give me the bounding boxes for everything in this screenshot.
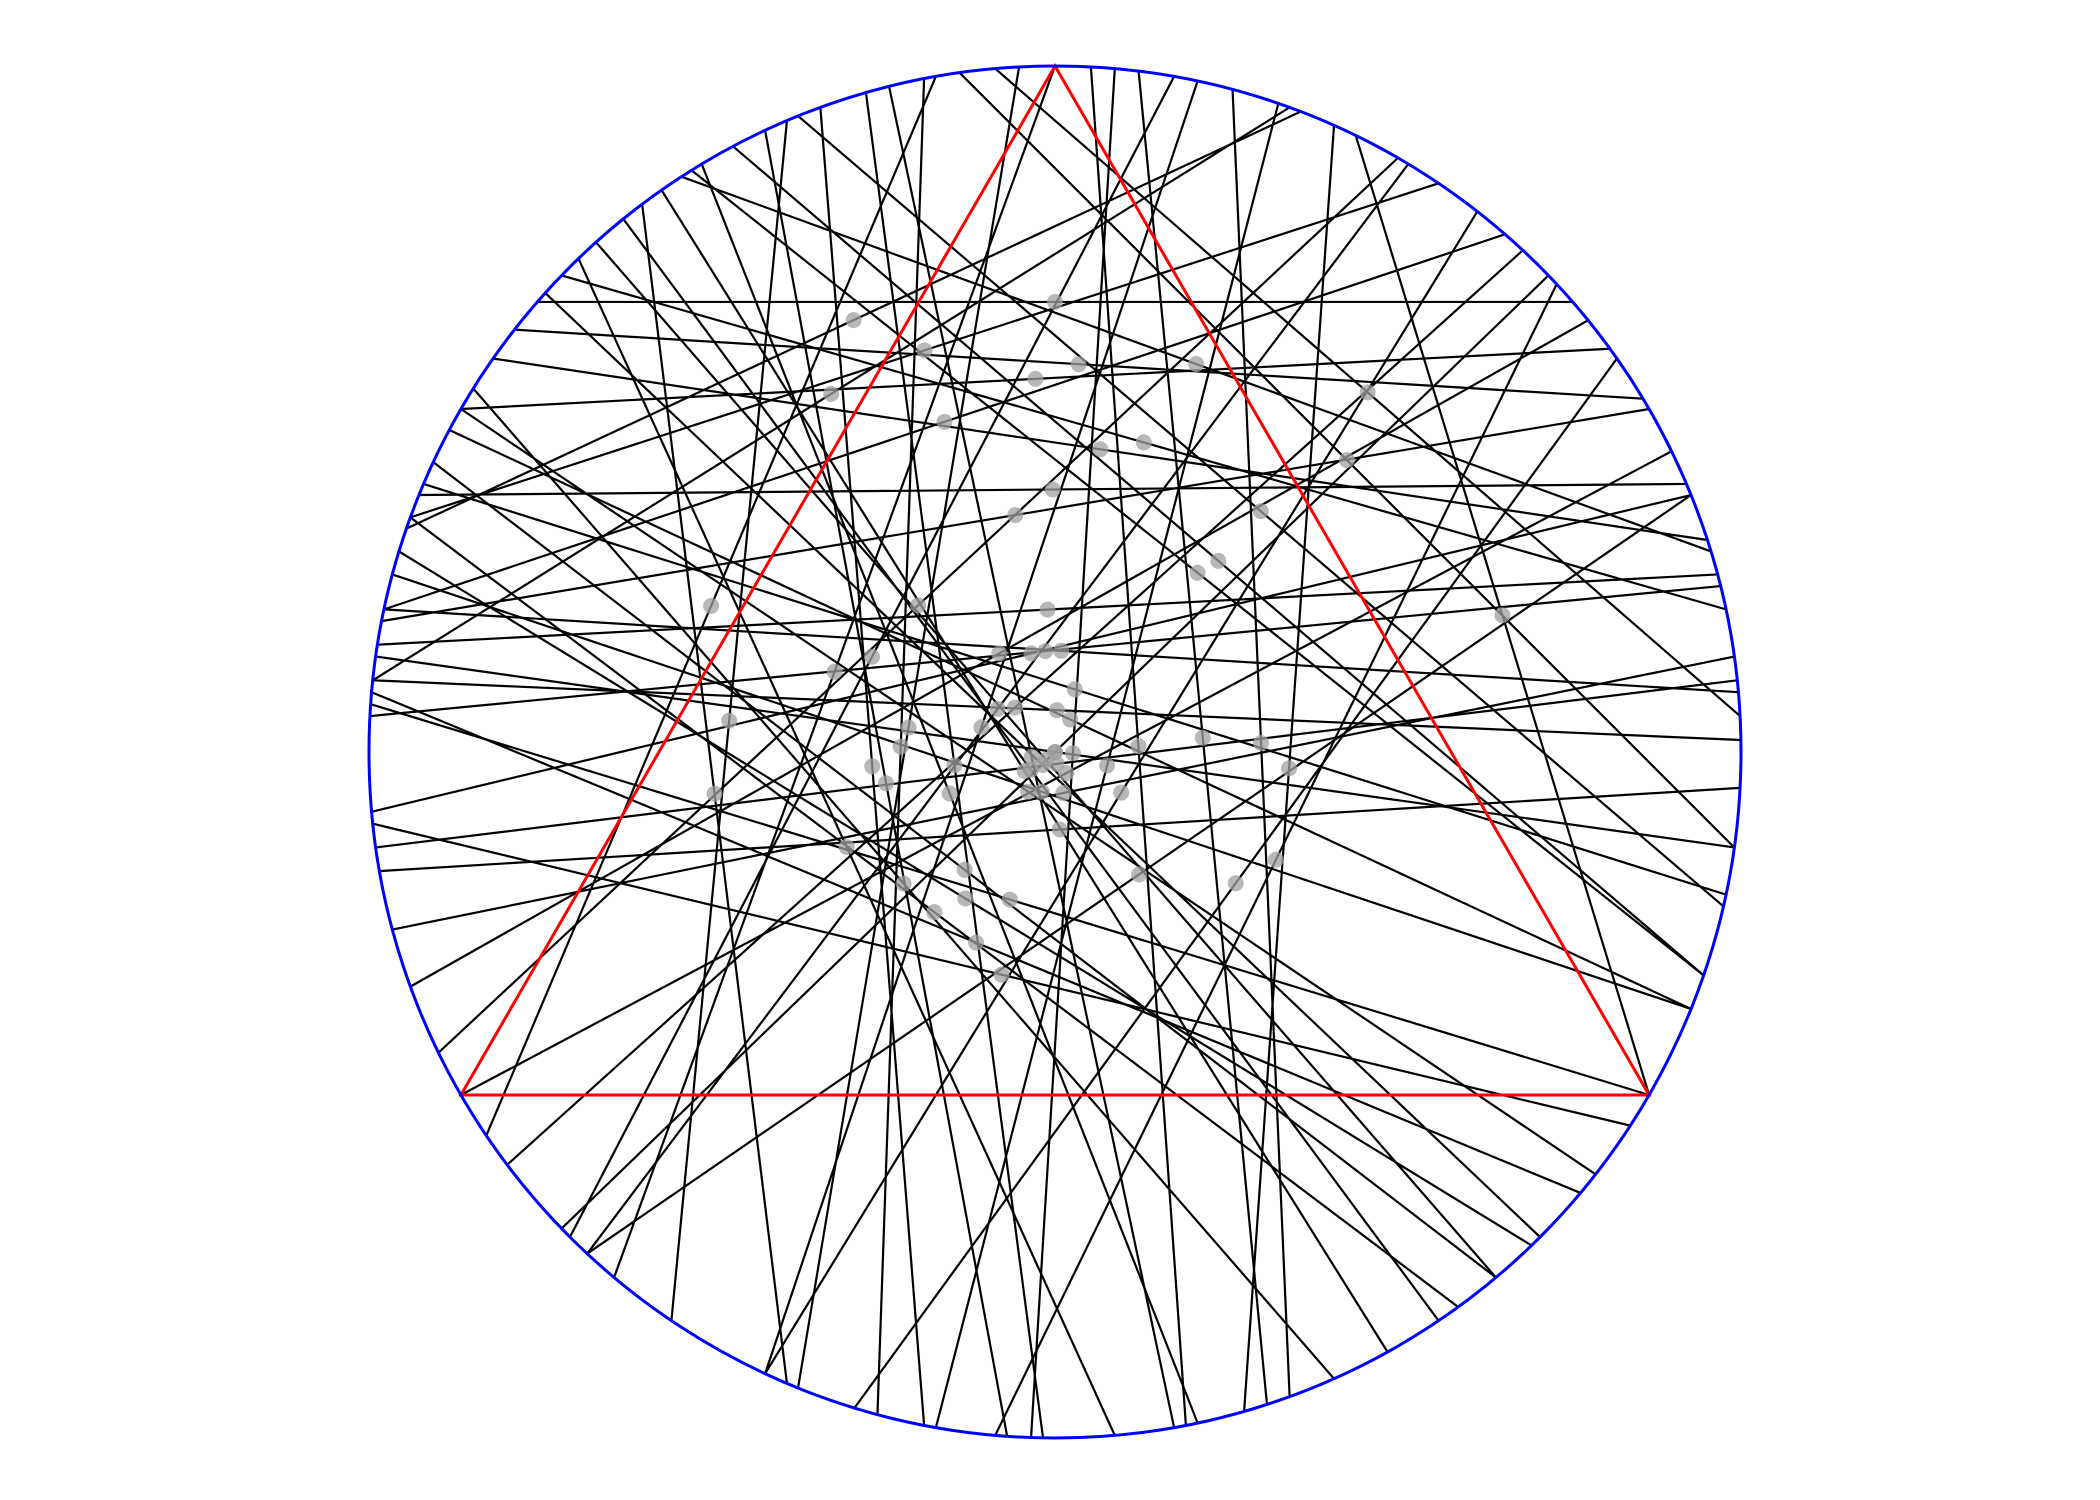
- chord-midpoint: [1099, 757, 1116, 774]
- chord-midpoint: [926, 904, 943, 921]
- chord-midpoint: [864, 758, 881, 775]
- chord-midpoint: [1044, 481, 1061, 498]
- chord-midpoint: [1053, 642, 1070, 659]
- chord-midpoint: [892, 738, 909, 755]
- chord-midpoint: [878, 775, 895, 792]
- chord-midpoints-layer: [703, 293, 1511, 983]
- chord-midpoint: [1130, 738, 1147, 755]
- chord-midpoint: [1006, 699, 1023, 716]
- chord-midpoint: [1022, 761, 1039, 778]
- inscribed-equilateral-triangle: [458, 63, 1652, 1097]
- chord-midpoint: [1135, 434, 1152, 451]
- chord-midpoint: [1188, 356, 1205, 373]
- chord-midpoint: [1001, 891, 1018, 908]
- chord-midpoint: [936, 413, 953, 430]
- chord-midpoint: [1066, 681, 1083, 698]
- chord-midpoint: [1037, 643, 1054, 660]
- chord-midpoint: [910, 597, 927, 614]
- chord-midpoint: [1062, 711, 1079, 728]
- chord-midpoint: [989, 700, 1006, 717]
- chord-midpoint: [900, 719, 917, 736]
- chord-midpoint: [916, 342, 933, 359]
- chord-midpoint: [1023, 645, 1040, 662]
- chord-midpoint: [968, 934, 985, 951]
- chord-midpoint: [703, 598, 720, 615]
- chord-midpoint: [895, 875, 912, 892]
- chord-midpoint: [1338, 452, 1355, 469]
- chord-midpoint: [956, 861, 973, 878]
- chord-midpoint: [1027, 370, 1044, 387]
- chord-midpoint: [991, 645, 1008, 662]
- chord-midpoint: [946, 757, 963, 774]
- chord-midpoint: [1113, 784, 1130, 801]
- chord-midpoint: [1007, 507, 1024, 524]
- chord-midpoint: [1494, 607, 1511, 624]
- chord-midpoint: [1039, 601, 1056, 618]
- chord-midpoint: [941, 785, 958, 802]
- chord-midpoint: [1055, 785, 1072, 802]
- chord-midpoint: [845, 312, 862, 329]
- chord-midpoint: [1020, 783, 1037, 800]
- chord-midpoint: [1227, 875, 1244, 892]
- chord-midpoint: [838, 838, 855, 855]
- unit-circle: [367, 64, 1743, 1440]
- chord-midpoint: [1033, 783, 1050, 800]
- chord-midpoint: [1252, 503, 1269, 520]
- chord-midpoint: [1131, 866, 1148, 883]
- chord-midpoint: [973, 719, 990, 736]
- chord-midpoint: [706, 785, 723, 802]
- chord-midpoint: [826, 663, 843, 680]
- chord-midpoint: [1070, 356, 1087, 373]
- chord-midpoint: [1051, 821, 1068, 838]
- chord-midpoint: [823, 385, 840, 402]
- chord-midpoint: [1047, 293, 1063, 310]
- chord-midpoint: [1092, 441, 1109, 458]
- chord-midpoint: [721, 712, 738, 729]
- chord-midpoint: [1281, 760, 1298, 777]
- chord-midpoint: [1064, 745, 1081, 762]
- chord-midpoint: [1048, 755, 1065, 772]
- chord-midpoint: [957, 890, 974, 907]
- chord-midpoint: [1023, 748, 1040, 765]
- chord-midpoint: [1210, 552, 1227, 569]
- chord-midpoint: [1253, 735, 1270, 752]
- chord-midpoint: [1189, 564, 1206, 581]
- chord-midpoint: [1267, 851, 1284, 868]
- chord-midpoint: [993, 966, 1010, 983]
- chord-midpoint: [1194, 729, 1211, 746]
- chord-midpoint: [864, 648, 881, 665]
- chord-midpoint: [1048, 702, 1065, 719]
- chord-midpoint: [1359, 384, 1376, 401]
